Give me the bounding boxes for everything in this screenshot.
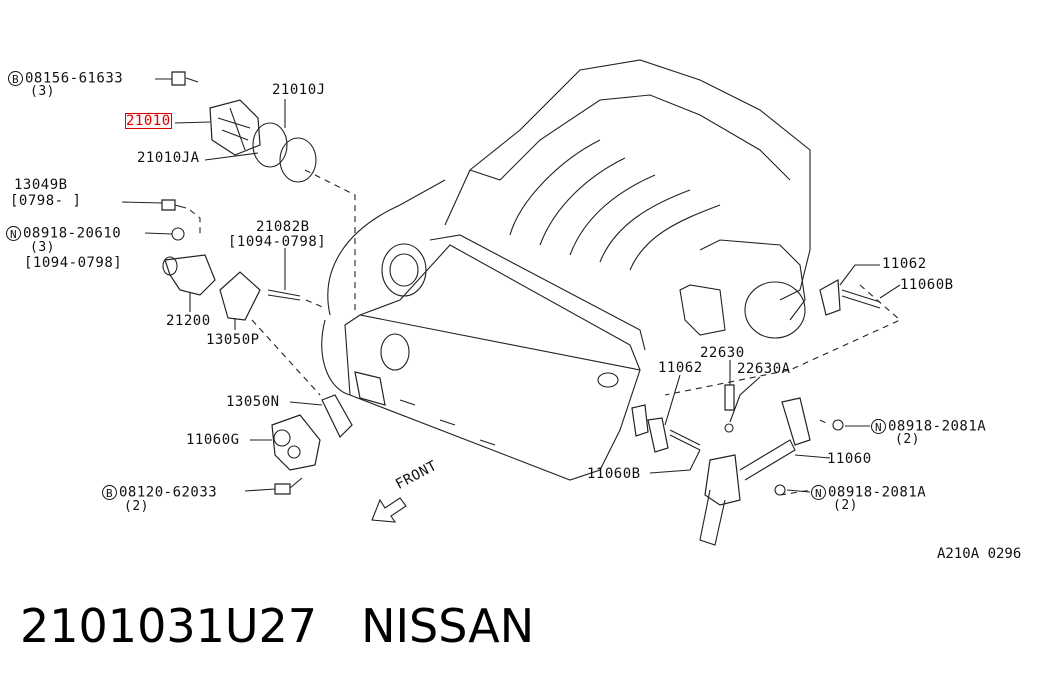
nut-08918-2081A-b-qty: (2)	[833, 498, 858, 513]
bolt-08120-number: 08120-62033	[119, 484, 218, 501]
part-21200-label[interactable]: 21200	[166, 313, 211, 329]
nut-08918-20610-range: [1094-0798]	[24, 255, 123, 271]
thermostat-housing-drawing	[161, 199, 353, 495]
part-11060-label[interactable]: 11060	[827, 451, 872, 467]
part-22630-label[interactable]: 22630	[700, 345, 745, 361]
nut-08918-2081A-a-qty: (2)	[895, 432, 920, 447]
b-marker-icon: B	[8, 71, 23, 86]
front-arrow-icon	[371, 497, 407, 523]
part-21010J-label[interactable]: 21010J	[272, 82, 326, 98]
nut-08918-20610-number: 08918-20610	[23, 225, 122, 242]
b-marker-icon: B	[102, 485, 117, 500]
part-21010-label[interactable]: 21010	[125, 113, 172, 129]
part-11060B-a-label[interactable]: 11060B	[900, 277, 954, 293]
part-11060B-b-label[interactable]: 11060B	[587, 466, 641, 482]
part-13049B-range: [0798- ]	[10, 193, 82, 209]
nut-08918-20610-qty: (3)	[30, 240, 55, 255]
part-number-caption: 2101031U27	[20, 599, 318, 653]
n-marker-icon: N	[811, 485, 826, 500]
assembly-dash-lines	[189, 169, 902, 496]
part-21082B-range: [1094-0798]	[228, 234, 327, 250]
bolt-08156-number: 08156-61633	[25, 70, 124, 87]
water-pump-drawing	[171, 71, 317, 183]
part-21010JA-label[interactable]: 21010JA	[137, 150, 200, 166]
part-13049B-label[interactable]: 13049B	[14, 177, 68, 193]
diagram-reference-code: A210A 0296	[937, 546, 1022, 562]
part-11062-a-label[interactable]: 11062	[882, 256, 927, 272]
caption: 2101031U27 NISSAN	[20, 600, 578, 652]
brand-caption: NISSAN	[361, 599, 535, 653]
nut-08918-2081A-b-number: 08918-2081A	[828, 484, 927, 501]
n-marker-icon: N	[871, 419, 886, 434]
part-21082B-label[interactable]: 21082B	[256, 219, 310, 235]
part-11062-b-label[interactable]: 11062	[658, 360, 703, 376]
leader-lines	[121, 78, 901, 493]
part-11060G-label[interactable]: 11060G	[186, 432, 240, 448]
bolt-08120-qty: (2)	[124, 499, 149, 514]
engine-block-drawing	[321, 59, 811, 481]
n-marker-icon: N	[6, 226, 21, 241]
bolt-08156-qty: (3)	[30, 84, 55, 99]
part-13050N-label[interactable]: 13050N	[226, 394, 280, 410]
part-13050P-label[interactable]: 13050P	[206, 332, 260, 348]
nut-08918-2081A-a-number: 08918-2081A	[888, 418, 987, 435]
part-22630A-label[interactable]: 22630A	[737, 361, 791, 377]
